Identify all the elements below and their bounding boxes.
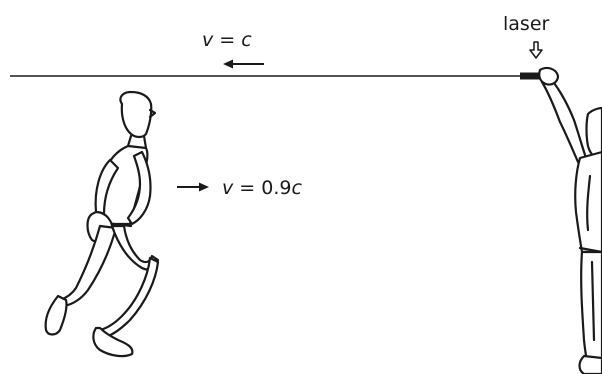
runner-velocity-unit: c [291,177,302,199]
light-velocity-equals: = [213,29,241,51]
light-velocity-symbol: v [202,29,214,51]
hollow-arrow-down-icon [530,42,542,58]
laser-label: laser [503,13,550,35]
light-velocity-label: v = c [202,29,252,51]
runner-velocity-label: v = 0.9c [222,177,302,199]
arrow-right-icon [177,183,209,192]
running-person-figure [46,92,158,356]
runner-velocity-equals: = 0.9 [233,177,291,199]
standing-person-figure [539,68,602,374]
light-velocity-value: c [241,29,252,51]
arrow-left-icon [223,60,264,69]
runner-velocity-symbol: v [222,177,234,199]
